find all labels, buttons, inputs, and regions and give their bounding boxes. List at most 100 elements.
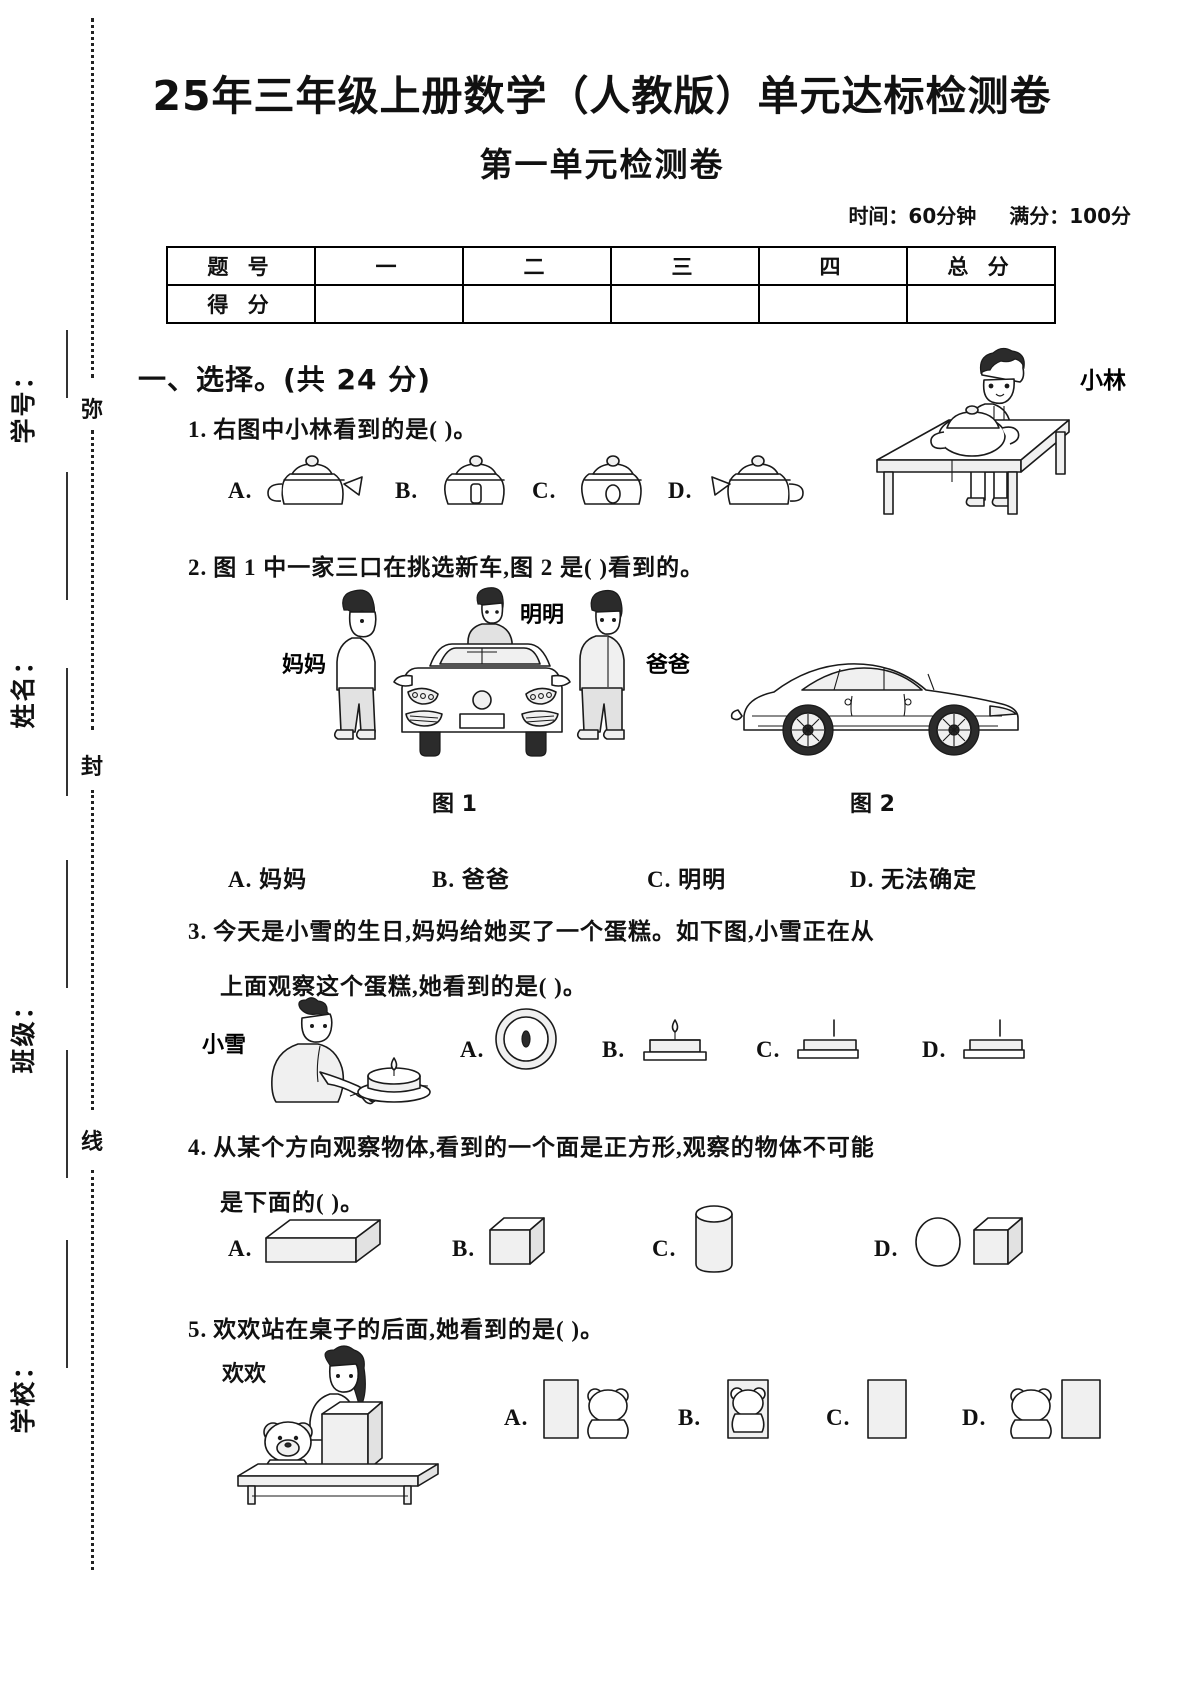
table-row-scores: 得 分 bbox=[166, 284, 1056, 324]
question-1-option-c-figure[interactable] bbox=[565, 450, 661, 512]
question-1-illustration: 小林 bbox=[832, 340, 1126, 515]
sidebar-field-class: 班级： bbox=[9, 992, 38, 1074]
question-5-option-c-label[interactable]: C. bbox=[826, 1405, 851, 1430]
exam-meta: 时间：60分钟 满分：100分 bbox=[822, 200, 1131, 229]
box-on-desk bbox=[321, 1401, 383, 1471]
question-5-option-d-label[interactable]: D. bbox=[962, 1405, 987, 1430]
question-1-body: 右图中小林看到的是( )。 bbox=[213, 417, 478, 442]
question-3-body-1: 今天是小雪的生日,妈妈给她买了一个蛋糕。如下图,小雪正在从 bbox=[213, 919, 875, 944]
question-3-option-d-figure[interactable] bbox=[956, 1014, 1034, 1062]
bear-silhouette-left bbox=[1010, 1388, 1052, 1439]
question-5-figure-label: 欢欢 bbox=[222, 1362, 267, 1387]
table-row-question-numbers: 题 号 一 二 三 四 总 分 bbox=[166, 246, 1056, 286]
seal-char-xian: 线 bbox=[72, 1120, 112, 1160]
question-3-number: 3. bbox=[188, 919, 208, 944]
question-3-option-b-label[interactable]: B. bbox=[602, 1037, 626, 1062]
question-4-option-c-label[interactable]: C. bbox=[652, 1236, 677, 1261]
question-4-option-a-label[interactable]: A. bbox=[228, 1236, 253, 1261]
girl-figure bbox=[271, 997, 377, 1105]
score-cell-total[interactable] bbox=[906, 284, 1056, 324]
score-table-row-header-question: 题 号 bbox=[166, 246, 316, 286]
question-5-text: 5.欢欢站在桌子的后面,她看到的是( )。 bbox=[188, 1310, 604, 1344]
score-table-col-1: 一 bbox=[314, 246, 464, 286]
question-5-option-a-label[interactable]: A. bbox=[504, 1405, 529, 1430]
question-5-option-c-figure[interactable] bbox=[860, 1372, 916, 1444]
question-3-line-2: 上面观察这个蛋糕,她看到的是( )。 bbox=[220, 974, 587, 999]
question-2-label-child: 明明 bbox=[520, 603, 564, 628]
question-1-option-b-figure[interactable] bbox=[428, 450, 524, 512]
question-1-option-a-figure[interactable] bbox=[260, 450, 372, 512]
score-cell-2[interactable] bbox=[462, 284, 612, 324]
question-5-option-d-figure[interactable] bbox=[996, 1372, 1108, 1444]
score-cell-1[interactable] bbox=[314, 284, 464, 324]
question-3-figure-label: 小雪 bbox=[202, 1033, 246, 1058]
question-1-option-d-label[interactable]: D. bbox=[668, 478, 693, 503]
question-1-option-b-label[interactable]: B. bbox=[395, 478, 419, 503]
score-table-col-4: 四 bbox=[758, 246, 908, 286]
sidebar-field-school: 学校： bbox=[9, 1352, 38, 1434]
question-5-option-a-figure[interactable] bbox=[538, 1372, 650, 1444]
sidebar-field-student-name: 姓名： bbox=[9, 647, 38, 729]
question-2-number: 2. bbox=[188, 555, 208, 580]
mother-figure bbox=[333, 589, 377, 740]
question-4-option-b-label[interactable]: B. bbox=[452, 1236, 476, 1261]
score-cell-3[interactable] bbox=[610, 284, 760, 324]
question-3-option-c-figure[interactable] bbox=[790, 1014, 868, 1062]
seal-char-feng: 封 bbox=[72, 745, 112, 785]
car-side-view bbox=[730, 663, 1019, 756]
cake-figure bbox=[349, 1057, 431, 1103]
page-subtitle: 第一单元检测卷 bbox=[479, 145, 725, 184]
question-3-option-a-figure[interactable] bbox=[494, 1006, 562, 1072]
question-5-option-b-label[interactable]: B. bbox=[678, 1405, 702, 1430]
question-5-number: 5. bbox=[188, 1317, 208, 1342]
question-5-option-b-figure[interactable] bbox=[712, 1372, 794, 1444]
score-table-col-2: 二 bbox=[462, 246, 612, 286]
question-4-option-d-label[interactable]: D. bbox=[874, 1236, 899, 1261]
car-front-view bbox=[393, 643, 571, 757]
question-2-label-father: 爸爸 bbox=[645, 652, 690, 678]
question-4-option-b-figure[interactable] bbox=[486, 1212, 548, 1270]
binding-rule-1 bbox=[66, 330, 68, 398]
teddy-bear-figure bbox=[263, 1421, 313, 1477]
exam-score-label: 满分：100分 bbox=[1009, 204, 1131, 228]
question-2-figure-2 bbox=[730, 640, 1022, 760]
question-2-option-c[interactable]: C. 明明 bbox=[647, 867, 727, 892]
seal-dotted-line-mid2 bbox=[91, 790, 94, 1110]
binding-rule-3 bbox=[66, 668, 68, 796]
seal-dotted-line-bottom bbox=[91, 1170, 94, 1570]
question-4-option-a-figure[interactable] bbox=[262, 1214, 382, 1270]
question-2-caption-1: 图 1 bbox=[432, 792, 477, 817]
question-1-option-c-label[interactable]: C. bbox=[532, 478, 557, 503]
question-1-option-a-label[interactable]: A. bbox=[228, 478, 253, 503]
score-table: 题 号 一 二 三 四 总 分 得 分 bbox=[166, 246, 1056, 324]
question-4-option-c-figure[interactable] bbox=[688, 1204, 740, 1274]
question-2-figure-1: 妈妈 明明 bbox=[282, 587, 712, 770]
sidebar-field-student-number: 学号： bbox=[9, 362, 38, 444]
question-4-option-d-figure[interactable] bbox=[912, 1212, 1024, 1270]
page-title: 25年三年级上册数学（人教版）单元达标检测卷 bbox=[152, 72, 1052, 120]
question-2-body: 图 1 中一家三口在挑选新车,图 2 是( )看到的。 bbox=[213, 555, 705, 580]
question-5-illustration bbox=[218, 1345, 468, 1505]
exam-page: 25年三年级上册数学（人教版）单元达标检测卷 第一单元检测卷 时间：60分钟 满… bbox=[132, 0, 1191, 1684]
question-3-illustration: 小雪 bbox=[202, 997, 492, 1112]
score-table-row-header-score: 得 分 bbox=[166, 284, 316, 324]
binding-rule-2 bbox=[66, 472, 68, 600]
question-3-option-c-label[interactable]: C. bbox=[756, 1037, 781, 1062]
question-3-option-a-label[interactable]: A. bbox=[460, 1037, 485, 1062]
bear-behind-box bbox=[730, 1387, 766, 1433]
question-2-option-b[interactable]: B. 爸爸 bbox=[432, 867, 510, 892]
binding-rule-4 bbox=[66, 860, 68, 988]
question-1-figure-label: 小林 bbox=[1080, 367, 1126, 394]
exam-time-label: 时间：60分钟 bbox=[848, 204, 977, 228]
question-3-option-b-figure[interactable] bbox=[636, 1014, 714, 1062]
binding-rule-6 bbox=[66, 1240, 68, 1368]
question-4-number: 4. bbox=[188, 1135, 208, 1160]
bear-silhouette bbox=[587, 1388, 629, 1439]
binding-rule-5 bbox=[66, 1050, 68, 1178]
question-2-option-a[interactable]: A. 妈妈 bbox=[228, 867, 308, 892]
question-1-option-d-figure[interactable] bbox=[694, 450, 806, 512]
question-3-option-d-label[interactable]: D. bbox=[922, 1037, 947, 1062]
question-2-option-d[interactable]: D. 无法确定 bbox=[850, 867, 978, 892]
score-cell-4[interactable] bbox=[758, 284, 908, 324]
teapot-on-table bbox=[930, 405, 1020, 457]
